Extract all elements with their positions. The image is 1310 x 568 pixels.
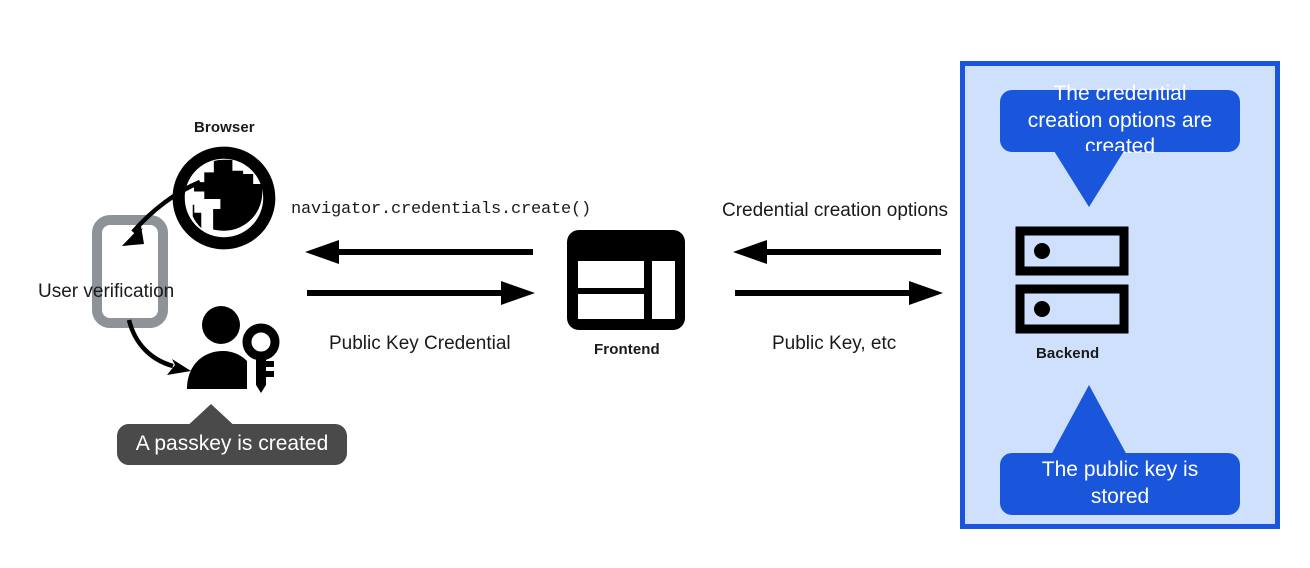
- arrow-backend-to-frontend-icon: [733, 240, 943, 264]
- passkey-created-text: A passkey is created: [135, 432, 329, 456]
- public-key-etc-label: Public Key, etc: [772, 333, 897, 354]
- public-key-stored-bubble-tail-icon: [1050, 385, 1128, 457]
- credential-options-created-text: The credential creation options are crea…: [1027, 81, 1213, 159]
- navigator-create-label: navigator.credentials.create(): [291, 200, 592, 219]
- arrow-browser-to-frontend-icon: [305, 281, 535, 305]
- passkey-bubble-tail-icon: [181, 404, 241, 432]
- arrow-phone-to-user-icon: [125, 318, 215, 388]
- arrow-browser-to-phone-icon: [100, 170, 210, 280]
- frontend-label: Frontend: [594, 341, 660, 358]
- arrow-frontend-to-browser-icon: [305, 240, 535, 264]
- credential-options-bubble-tail-icon: [1054, 151, 1124, 207]
- credential-creation-options-label: Credential creation options: [722, 200, 949, 221]
- server-rack-icon: [1015, 226, 1129, 334]
- backend-label: Backend: [1036, 345, 1100, 362]
- dashboard-layout-icon: [567, 230, 685, 330]
- passkey-created-bubble: A passkey is created: [117, 424, 347, 465]
- arrow-frontend-to-backend-icon: [733, 281, 943, 305]
- globe-icon: [168, 142, 280, 254]
- public-key-stored-bubble: The public key is stored: [1000, 453, 1240, 515]
- user-with-key-icon: [185, 305, 285, 393]
- public-key-credential-label: Public Key Credential: [329, 333, 511, 354]
- browser-label: Browser: [194, 119, 255, 136]
- user-verification-label: User verification: [38, 281, 175, 302]
- public-key-stored-text: The public key is stored: [1041, 458, 1199, 508]
- credential-options-created-bubble: The credential creation options are crea…: [1000, 82, 1240, 158]
